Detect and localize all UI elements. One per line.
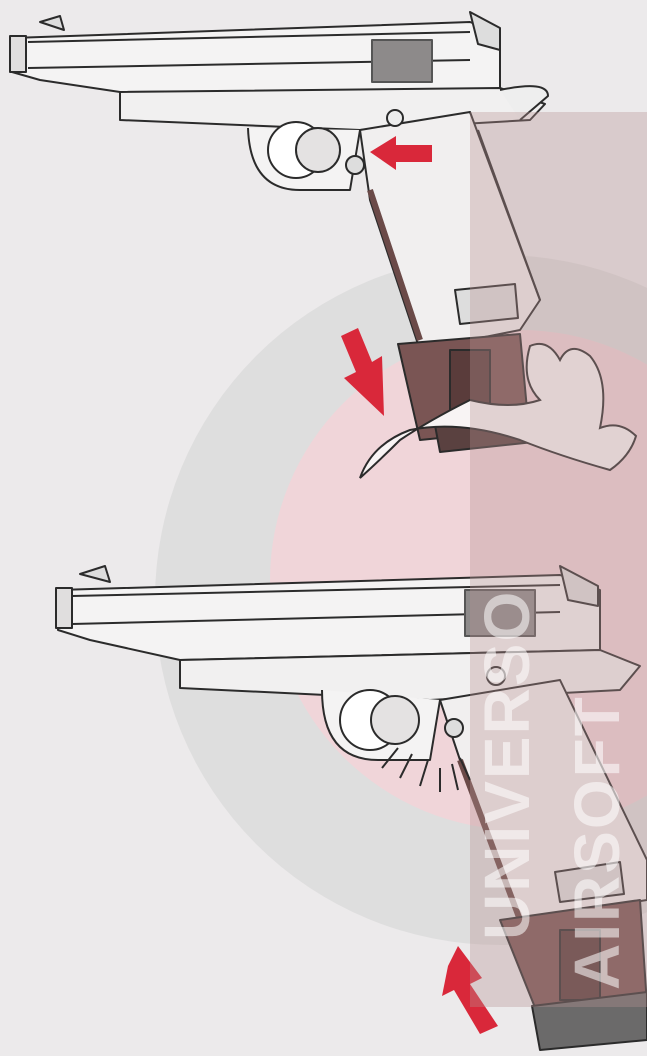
watermark-line-2: AIRSOFT	[560, 695, 634, 990]
watermark-line-1: UNIVERSO	[470, 590, 544, 940]
